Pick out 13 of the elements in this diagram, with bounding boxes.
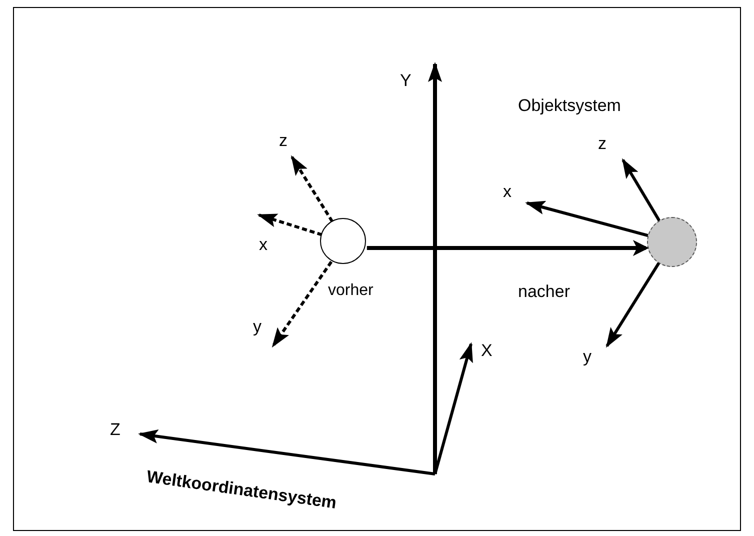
system-label: Objektsystem [518, 97, 621, 114]
axis-label: z [279, 132, 288, 149]
axis-label: z [598, 135, 606, 152]
state-label: vorher [328, 283, 374, 299]
axis-label: Y [400, 72, 412, 89]
axis-label: nacher [518, 283, 570, 300]
axis-label: y [583, 348, 592, 365]
transform-arrow [366, 240, 649, 256]
axis-label: Z [110, 421, 120, 438]
axis-label: x [259, 236, 268, 253]
axis-label: X [481, 342, 492, 359]
axis-label: y [253, 318, 262, 335]
axis-label: x [503, 183, 512, 200]
